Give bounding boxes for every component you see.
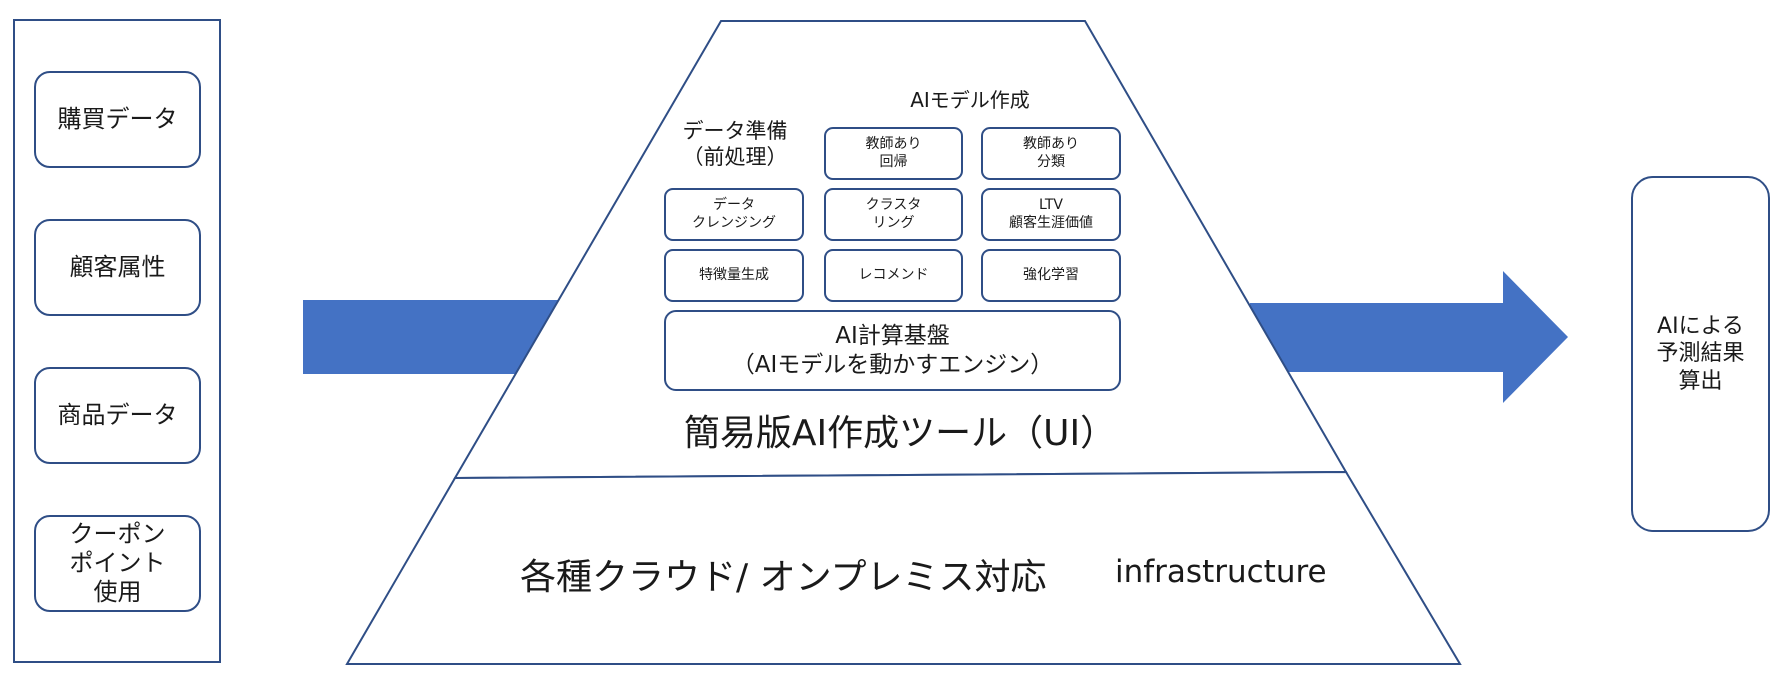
feature-generation-box: 特徴量生成 (664, 249, 804, 302)
infrastructure-label-en: infrastructure (1115, 554, 1327, 590)
input-purchase-data: 購買データ (34, 71, 201, 168)
prediction-result-box: AIによる 予測結果 算出 (1631, 176, 1770, 532)
data-preparation-header: データ準備 （前処理） (682, 119, 788, 170)
input-coupon-point-usage: クーポン ポイント 使用 (34, 515, 201, 612)
data-cleansing-box: データ クレンジング (664, 188, 804, 241)
supervised-regression-box: 教師あり 回帰 (824, 127, 963, 180)
input-customer-attributes: 顧客属性 (34, 219, 201, 316)
input-arrow (303, 300, 563, 374)
infrastructure-label: 各種クラウド/ オンプレミス対応 (520, 557, 1047, 598)
tool-layer-title: 簡易版AI作成ツール（UI） (683, 413, 1117, 454)
recommend-box: レコメンド (824, 249, 963, 302)
reinforcement-learning-box: 強化学習 (981, 249, 1121, 302)
supervised-classification-box: 教師あり 分類 (981, 127, 1121, 180)
ltv-box: LTV 顧客生涯価値 (981, 188, 1121, 241)
input-data-panel (13, 19, 221, 663)
output-arrow (1250, 271, 1568, 403)
clustering-box: クラスタ リング (824, 188, 963, 241)
infrastructure-layer-shape (345, 470, 1462, 665)
input-product-data: 商品データ (34, 367, 201, 464)
ai-compute-engine-box: AI計算基盤 （AIモデルを動かすエンジン） (664, 310, 1121, 391)
model-creation-header: AIモデル作成 (910, 88, 1030, 112)
